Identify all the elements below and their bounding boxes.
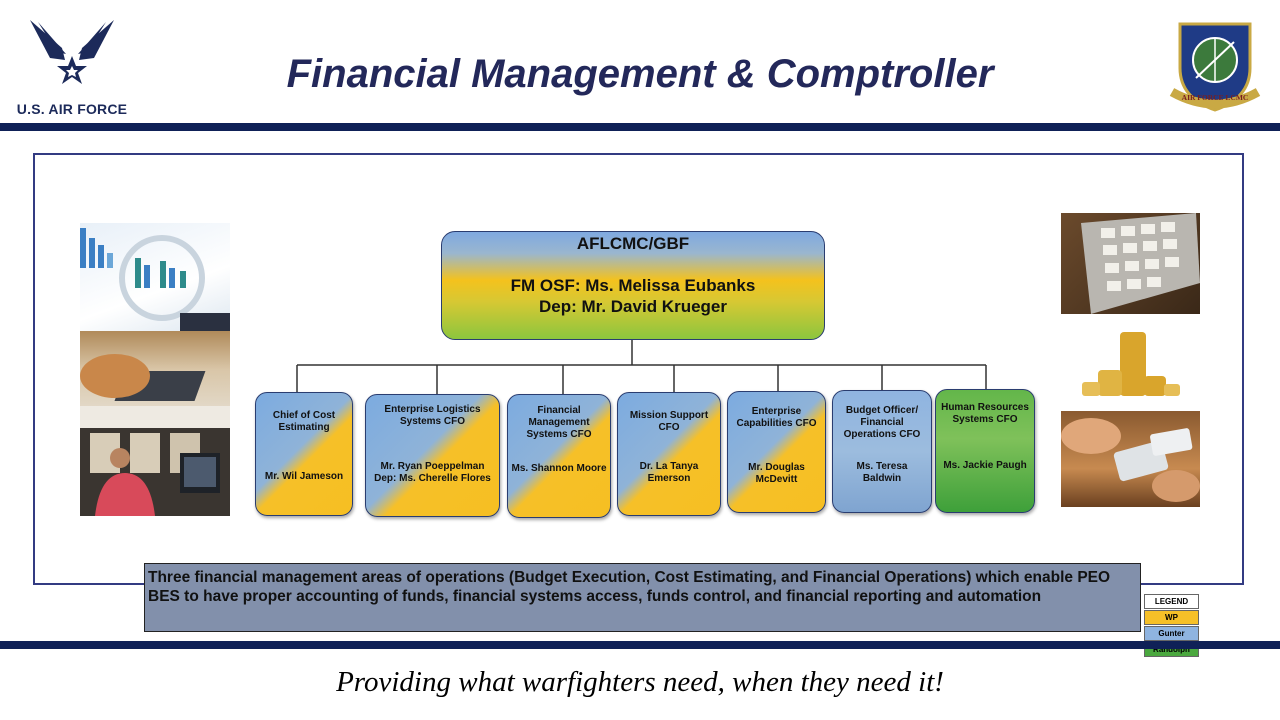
legend-item-wp: WP <box>1144 610 1199 625</box>
org-unit-enterprise-capabilities: Enterprise Capabilities CFO Mr. Douglas … <box>727 391 826 513</box>
card-payment-photo <box>1061 411 1200 507</box>
air-force-wings-icon <box>30 20 114 84</box>
org-unit-title: Chief of Cost Estimating <box>272 410 336 433</box>
aflcmc-shield-icon <box>1169 22 1261 112</box>
org-unit-cost-estimating: Chief of Cost Estimating Mr. Wil Jameson <box>255 392 353 516</box>
org-unit-mission-support: Mission Support CFO Dr. La Tanya Emerson <box>617 392 721 516</box>
footer-divider <box>0 641 1280 649</box>
org-unit-title: Financial Management Systems CFO <box>526 405 592 440</box>
org-root-code: AFLCMC/GBF <box>576 234 690 253</box>
org-unit-hr-systems: Human Resources Systems CFO Ms. Jackie P… <box>935 389 1035 513</box>
org-unit-title: Mission Support CFO <box>629 410 709 433</box>
org-unit-names: Ms. Jackie Paugh <box>943 460 1027 471</box>
org-unit-fm-systems: Financial Management Systems CFO Ms. Sha… <box>507 394 611 518</box>
org-unit-enterprise-logistics: Enterprise Logistics Systems CFO Mr. Rya… <box>365 394 500 517</box>
laptop-typing-photo <box>80 331 230 428</box>
page-title: Financial Management & Comptroller <box>286 52 994 96</box>
description-text: Three financial management areas of oper… <box>144 563 1141 632</box>
org-unit-names: Mr. Douglas McDevitt <box>748 462 805 485</box>
org-unit-names: Ms. Shannon Moore <box>511 463 607 474</box>
legend-title: LEGEND <box>1144 594 1199 609</box>
org-unit-title: Human Resources Systems CFO <box>941 402 1029 425</box>
chart-magnifier-photo <box>80 223 230 331</box>
org-unit-title: Budget Officer/ Financial Operations CFO <box>843 405 921 440</box>
org-unit-title: Enterprise Logistics Systems CFO <box>384 404 481 427</box>
legend-item-gunter: Gunter <box>1144 626 1199 641</box>
air-force-logo-text: U.S. AIR FORCE <box>16 101 128 117</box>
org-unit-title: Enterprise Capabilities CFO <box>736 406 817 429</box>
org-unit-names: Ms. Teresa Baldwin <box>856 461 908 484</box>
air-force-logo: U.S. AIR FORCE <box>10 18 134 118</box>
org-root-deputy: Dep: Mr. David Krueger <box>539 297 727 316</box>
video-call-photo <box>80 428 230 516</box>
org-unit-names: Dr. La Tanya Emerson <box>639 461 699 484</box>
org-unit-budget-officer: Budget Officer/ Financial Operations CFO… <box>832 390 932 513</box>
tagline: Providing what warfighters need, when th… <box>336 666 944 698</box>
org-root-head: FM OSF: Ms. Melissa Eubanks <box>510 276 756 295</box>
coin-stacks-photo <box>1080 330 1182 402</box>
org-root-box: AFLCMC/GBF FM OSF: Ms. Melissa Eubanks D… <box>441 231 825 340</box>
org-unit-names: Mr. Wil Jameson <box>264 471 344 482</box>
calculator-photo <box>1061 213 1200 314</box>
aflcmc-emblem-text: AIR FORCE LCMC <box>1181 93 1249 102</box>
header-divider <box>0 123 1280 131</box>
org-unit-names: Mr. Ryan Poeppelman Dep: Ms. Cherelle Fl… <box>374 461 491 484</box>
aflcmc-emblem: AIR FORCE LCMC <box>1166 16 1264 114</box>
